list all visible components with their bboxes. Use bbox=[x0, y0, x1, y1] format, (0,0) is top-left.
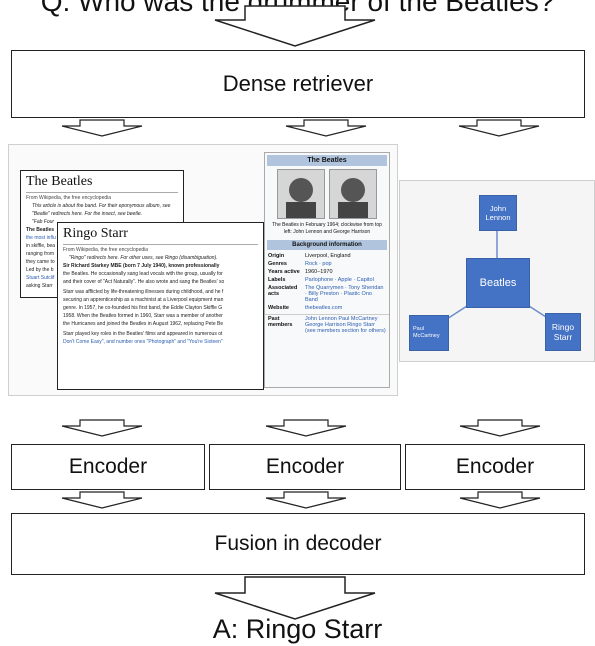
hatnote: This article is about the band. For thei… bbox=[32, 203, 171, 209]
beatles-article-title: The Beatles bbox=[26, 174, 178, 193]
down-arrow bbox=[61, 119, 143, 137]
down-arrow bbox=[459, 491, 541, 509]
encoder-label: Encoder bbox=[265, 455, 345, 478]
hatnote: "Fab Four bbox=[32, 219, 55, 225]
article-text: the Hurricanes and joined the Beatles in… bbox=[63, 321, 224, 327]
down-arrow bbox=[265, 419, 347, 437]
down-arrow bbox=[458, 119, 540, 137]
dense-retriever-box: Dense retriever bbox=[11, 50, 585, 118]
ringo-article-title: Ringo Starr bbox=[63, 226, 258, 245]
down-arrow bbox=[265, 491, 347, 509]
article-text: asking Starr bbox=[26, 283, 53, 289]
fusion-decoder-label: Fusion in decoder bbox=[214, 532, 382, 555]
article-text: Stuart Sutclif bbox=[26, 275, 55, 281]
graph-node-ringo-starr: Ringo Starr bbox=[545, 313, 581, 351]
down-arrow bbox=[61, 419, 143, 437]
article-text: ranging from bbox=[26, 251, 55, 257]
article-text: The Beatles bbox=[26, 227, 55, 233]
beatles-infobox: The Beatles The Beatles in February 1964… bbox=[264, 152, 390, 388]
graph-node-john-lennon: John Lennon bbox=[479, 195, 517, 231]
down-arrow bbox=[214, 5, 376, 47]
article-text: and their cover of "Act Naturally". He a… bbox=[63, 279, 225, 285]
encoder-box: Encoder bbox=[11, 444, 205, 490]
article-text: the most influ bbox=[26, 235, 56, 241]
graph-node-beatles: Beatles bbox=[466, 258, 530, 308]
article-text: they came to bbox=[26, 259, 55, 265]
down-arrow bbox=[214, 576, 376, 620]
article-text: Sir Richard Starkey MBE (born 7 July 194… bbox=[63, 263, 220, 269]
dense-retriever-label: Dense retriever bbox=[222, 71, 374, 96]
down-arrow bbox=[61, 491, 143, 509]
encoder-label: Encoder bbox=[68, 455, 148, 478]
encoder-label: Encoder bbox=[455, 455, 535, 478]
article-text: Don't Come Easy", and number ones "Photo… bbox=[63, 339, 223, 345]
hatnote: "Ringo" redirects here. For other uses, … bbox=[69, 255, 218, 261]
infobox-caption: The Beatles in February 1964; clockwise … bbox=[272, 222, 382, 235]
encoder-box: Encoder bbox=[405, 444, 585, 490]
hatnote: "Beatle" redirects here. For the insect,… bbox=[32, 211, 142, 217]
down-arrow bbox=[285, 119, 367, 137]
graph-node-paul-mccartney: Paul McCartney bbox=[409, 315, 449, 351]
article-text: securing an apprenticeship as a machinis… bbox=[63, 297, 224, 303]
fusion-decoder-box: Fusion in decoder bbox=[11, 513, 585, 575]
article-text: Starr played key roles in the Beatles' f… bbox=[63, 331, 223, 337]
band-photo bbox=[277, 169, 325, 219]
article-text: genre. In 1957, he co-founded his first … bbox=[63, 305, 223, 311]
infobox-section: Background information bbox=[267, 240, 387, 250]
infobox-title: The Beatles bbox=[267, 155, 387, 166]
article-text: in skiffle, bea bbox=[26, 243, 56, 249]
article-text: the Beatles. He occasionally sang lead v… bbox=[63, 271, 223, 277]
band-photo bbox=[329, 169, 377, 219]
article-text: Starr was afflicted by life-threatening … bbox=[63, 289, 224, 295]
article-source: From Wikipedia, the free encyclopedia bbox=[63, 247, 149, 253]
article-text: Led by the b bbox=[26, 267, 54, 273]
down-arrow bbox=[459, 419, 541, 437]
encoder-box: Encoder bbox=[209, 444, 401, 490]
article-text: 1958. When the Beatles formed in 1960, S… bbox=[63, 313, 223, 319]
ringo-article-card: Ringo Starr From Wikipedia, the free enc… bbox=[57, 222, 264, 390]
article-source: From Wikipedia, the free encyclopedia bbox=[26, 195, 112, 201]
answer-text: A: Ringo Starr bbox=[212, 614, 383, 644]
